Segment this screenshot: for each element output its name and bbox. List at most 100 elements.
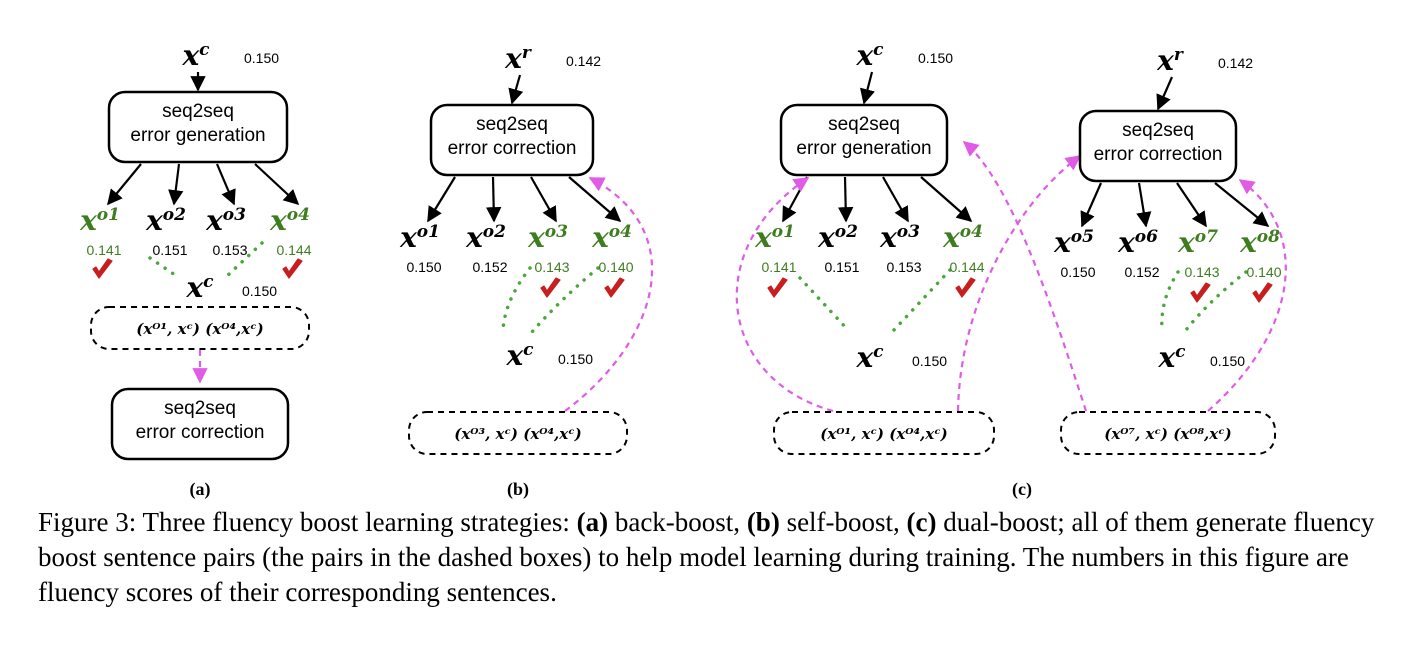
panel-b-pairs-text: (xᴼ³, xᶜ) (xᴼ⁴,xᶜ) [454,425,581,443]
panel-a-output-3-score: 0.153 [212,242,247,258]
panel-b-output-1-score: 0.150 [406,259,441,275]
panel-c-right-output-1-score: 0.150 [1060,264,1095,280]
panel-c-left-output-1: xo1 [754,221,795,254]
panel-b-input-score: 0.142 [566,53,601,69]
caption-c-label: (c) [906,507,937,537]
panel-c-right-box-top [1078,109,1238,183]
panel-a-out-arrow-3 [215,163,236,206]
panel-a-out-arrow-4 [254,163,300,206]
panel-b-box-top-line-1: seq2seq [476,114,548,135]
panel-a-dots-2 [224,241,264,279]
caption-b-label: (b) [746,507,780,537]
panel-b-out-arrow-2 [485,176,502,223]
panel-c-arrow-left-to-gen [735,177,834,413]
panel-a-label: (a) [190,479,211,500]
panel-c-right-box-top-line-2: error correction [1094,144,1223,165]
caption-b-text: self-boost, [779,507,907,537]
panel-c-left-input: xc [855,39,884,72]
caption-c-text: dual-boost; all of them generate fluency… [38,507,1375,607]
panel-a-output-3: xo3 [205,204,246,237]
panel-c-left-dots-2 [892,268,952,332]
panel-b-output-4-score: 0.140 [598,259,633,275]
caption-prefix: Figure 3: Three fluency boost learning s… [38,507,577,537]
panel-b-out-arrow-3 [530,176,557,223]
panel-c-left-pairs [773,411,995,455]
panel-b-target: xc [505,339,534,372]
panel-a-out-arrow-2 [168,163,184,206]
caption-a-label: (a) [576,507,609,537]
panel-c-right-output-2-score: 0.152 [1124,264,1159,280]
panel-b-label: (b) [507,479,529,500]
panel-c-left-out-arrow-4 [920,176,973,223]
figure-caption: Figure 3: Three fluency boost learning s… [38,505,1378,610]
panel-a-output-4-score: 0.144 [276,242,311,258]
panel-c-right-output-4: xo8 [1239,226,1280,259]
panel-a-output-2: xo2 [145,204,186,237]
panel-c-right-output-4-score: 0.140 [1246,264,1281,280]
panel-b-check-4-icon [604,277,625,298]
panel-c-right-out-arrow-3 [1176,182,1207,228]
panel-c-left-input-arrow [860,71,875,105]
panel-c-arrow-right-to-gen [962,141,1088,412]
panel-a-output-1: xo1 [79,204,120,237]
panel-c-left-pairs-text: (xᴼ¹, xᶜ) (xᴼ⁴,xᶜ) [820,425,947,443]
panel-b-output-2-score: 0.152 [472,259,507,275]
panel-c-right-output-3: xo7 [1177,226,1218,259]
panel-b-check-3-icon [540,277,561,298]
panel-c-right-output-1: xo5 [1053,226,1094,259]
panel-c-right-pairs-text: (xᴼ⁷, xᶜ) (xᴼ⁸,xᶜ) [1104,425,1231,443]
panel-c-left-box-top [779,103,949,177]
panel-c-right-dots-1 [1160,270,1180,332]
panel-a-dots-1 [148,256,180,279]
panel-c-left-box-top-line-1: seq2seq [828,114,900,135]
panel-c-left-output-2-score: 0.151 [824,259,859,275]
panel-a-box-bottom-line-2: error correction [136,422,265,443]
panel-b-output-2: xo2 [465,221,506,254]
panel-a-output-1-score: 0.141 [86,242,121,258]
panel-a-box-bottom [110,387,290,461]
fluency-boost-diagram: xc 0.150 seq2seq error generation xo1 0.141 xo… [79,39,1287,500]
panel-b-out-arrow-1 [427,176,456,223]
panel-b-out-arrow-4 [568,176,622,223]
panel-c-right-pairs [1060,411,1276,455]
panel-a-target: xc [185,271,214,304]
panel-a-input-score: 0.150 [244,50,279,66]
panel-c-left-input-score: 0.150 [918,50,953,66]
panel-b-dots-1 [501,266,532,332]
panel-c-right-out-arrow-1 [1080,182,1103,228]
panel-c-left-box-top-line-2: error generation [796,138,931,159]
panel-c-label: (c) [1012,479,1032,500]
panel-c-left-output-1-score: 0.141 [761,259,796,275]
panel-a-input: xc [181,39,210,72]
panel-a-check-4-icon [282,258,303,279]
panel-c-right-input: xr [1156,44,1184,77]
caption-a-text: back-boost, [608,507,747,537]
panel-c-arrow-left-to-corr [956,155,1082,412]
panel-b-output-3: xo3 [527,221,568,254]
panel-c-left-out-arrow-1 [782,176,808,223]
panel-c-left-output-3: xo3 [879,221,920,254]
panel-c-left-output-2: xo2 [817,221,858,254]
panel-b-dots-2 [530,266,600,334]
panel-b-target-score: 0.150 [558,351,593,367]
panel-c-arrow-right-to-corr [1207,179,1287,412]
panel-c-right-input-arrow [1156,76,1174,111]
panel-c-right-check-3-icon [1190,282,1211,303]
panel-a-pairs-text: (xᴼ¹, xᶜ) (xᴼ⁴,xᶜ) [136,320,263,338]
panel-c-left-output-3-score: 0.153 [886,259,921,275]
panel-c-left-output-4-score: 0.144 [949,259,984,275]
panel-c-right-dots-2 [1184,270,1248,332]
panel-c-right-box-top-line-1: seq2seq [1122,120,1194,141]
panel-a-pairs [90,306,310,350]
panel-b-pairs [408,411,628,455]
panel-a-output-2-score: 0.151 [152,242,187,258]
panel-c-left-target: xc [855,341,884,374]
panel-b-input-arrow [508,74,524,105]
panel-a-box-bottom-line-1: seq2seq [164,398,236,419]
panel-c-right-out-arrow-4 [1214,182,1270,227]
panel-c-right-target-score: 0.150 [1210,353,1245,369]
panel-a-box-top-line-1: seq2seq [162,101,234,122]
panel-c-left-out-arrow-2 [837,176,854,223]
panel-c-left-target-score: 0.150 [912,353,947,369]
panel-c-right-target: xc [1157,341,1186,374]
